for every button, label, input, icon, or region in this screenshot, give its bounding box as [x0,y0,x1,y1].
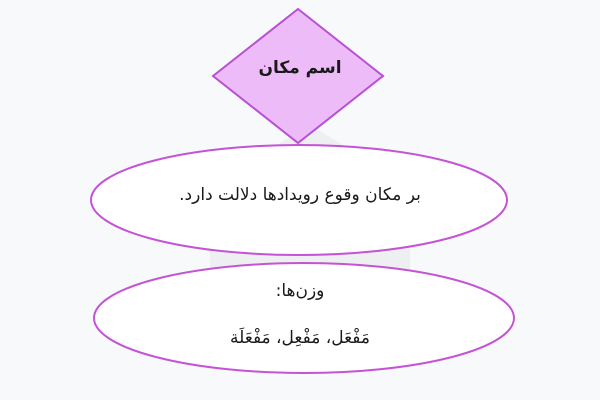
patterns-list: مَفْعَل، مَفْعِل، مَفْعَلَة [230,328,370,348]
title-node-label: اسم مکان [258,58,342,78]
description-node-text: بر مکان وقوع رویدادها دلالت دارد. [179,185,421,205]
title-diamond [211,7,385,145]
patterns-heading: وزن‌ها: [275,281,325,301]
description-oval [90,144,508,256]
patterns-oval [93,262,515,374]
